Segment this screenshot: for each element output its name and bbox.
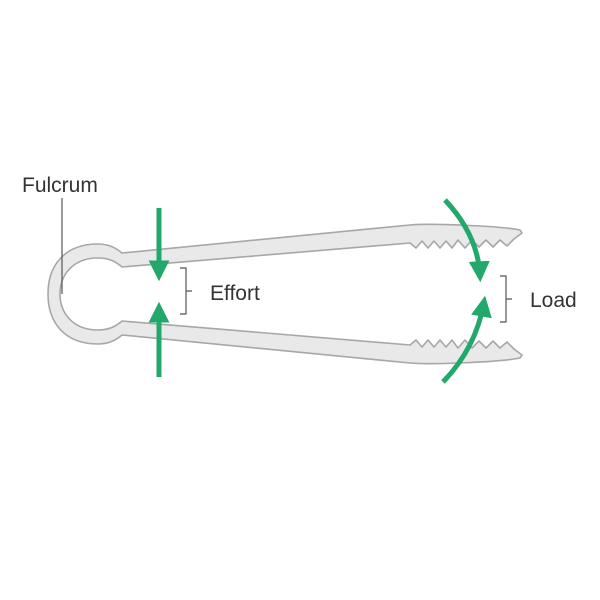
effort-callout: Effort [180,267,260,315]
load-callout: Load [500,275,577,323]
tongs-body [47,223,523,365]
load-arrow-top [443,198,490,283]
load-arrows [441,198,492,384]
tongs [47,223,523,365]
load-bracket [500,275,512,323]
fulcrum-callout: Fulcrum [22,174,98,294]
fulcrum-label: Fulcrum [22,174,98,197]
load-arrow-bottom [441,295,492,384]
effort-bracket [180,267,192,315]
load-label: Load [530,289,577,312]
effort-label: Effort [210,282,260,305]
